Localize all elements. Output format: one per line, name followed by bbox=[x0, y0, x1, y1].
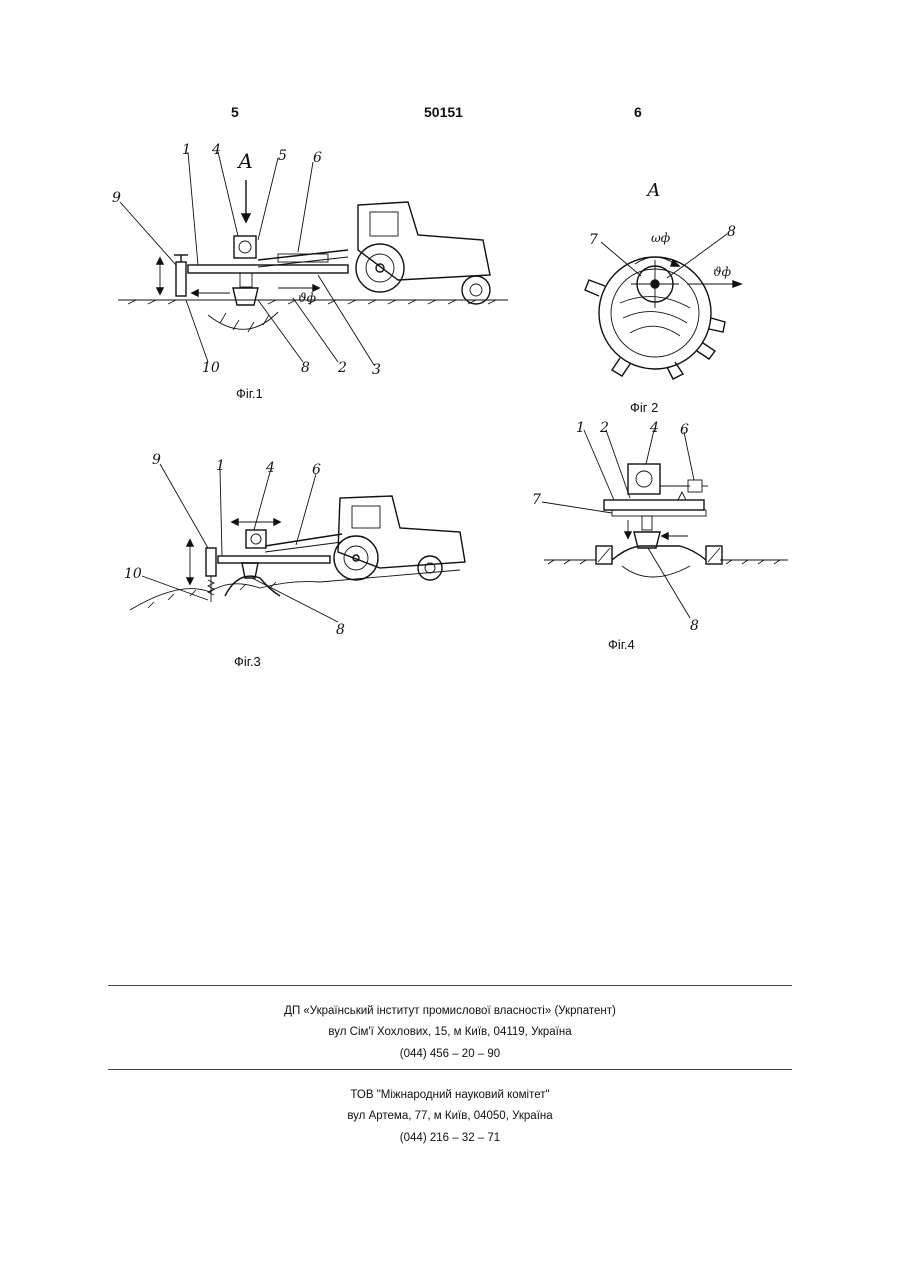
org2-phone: (044) 216 – 32 – 71 bbox=[0, 1132, 900, 1144]
fig1-label-2: 2 bbox=[337, 360, 347, 376]
org1-address: вул Сім'ї Хохлових, 15, м Київ, 04119, У… bbox=[0, 1026, 900, 1038]
fig1-label-3: 3 bbox=[372, 362, 381, 378]
fig3-label-1: 1 bbox=[216, 458, 225, 474]
fig1-velocity-label: ϑф bbox=[298, 291, 316, 305]
fig1-label-4: 4 bbox=[211, 142, 221, 158]
page-number-right: 6 bbox=[634, 104, 642, 120]
fig2-title: А bbox=[645, 180, 661, 201]
document-number: 50151 bbox=[424, 104, 463, 120]
fig4-label-2: 2 bbox=[599, 420, 609, 436]
fig1-label-8: 8 bbox=[301, 360, 310, 376]
fig2-omega-label: ωф bbox=[651, 231, 670, 245]
org1-name: ДП «Український інститут промислової вла… bbox=[0, 1005, 900, 1017]
fig4-label-1: 1 bbox=[576, 420, 585, 436]
fig1-view-label: А bbox=[236, 149, 253, 173]
fig3-label-4: 4 bbox=[265, 460, 275, 476]
fig3-label-6: 6 bbox=[312, 462, 321, 478]
figure-1-caption: Фіг.1 bbox=[236, 386, 263, 401]
fig1-label-6: 6 bbox=[313, 150, 322, 166]
figure-2-caption: Фіг 2 bbox=[630, 400, 658, 415]
fig2-velocity-label: ϑф bbox=[713, 265, 731, 279]
fig4-label-6: 6 bbox=[680, 422, 689, 438]
fig1-label-5: 5 bbox=[278, 148, 287, 164]
fig4-label-4: 4 bbox=[649, 420, 659, 436]
figure-2-drawing: А 7 8 ωф ϑф bbox=[575, 178, 755, 388]
fig1-label-9: 9 bbox=[112, 190, 121, 206]
fig3-label-8: 8 bbox=[336, 622, 345, 638]
fig1-label-10: 10 bbox=[202, 360, 220, 376]
fig2-label-8: 8 bbox=[727, 224, 736, 240]
figure-1-drawing: 1 4 5 6 9 10 8 2 3 А ϑф bbox=[108, 140, 528, 380]
footer-divider-middle bbox=[108, 1069, 792, 1070]
org1-phone: (044) 456 – 20 – 90 bbox=[0, 1048, 900, 1060]
fig4-label-7: 7 bbox=[532, 492, 541, 508]
figure-3-caption: Фіг.3 bbox=[234, 654, 261, 669]
fig2-label-7: 7 bbox=[589, 232, 598, 248]
fig3-label-9: 9 bbox=[152, 452, 161, 468]
page-number-left: 5 bbox=[231, 104, 239, 120]
figure-3-drawing: 9 1 4 6 10 8 bbox=[120, 450, 490, 640]
fig3-label-10: 10 bbox=[124, 566, 142, 582]
figure-4-caption: Фіг.4 bbox=[608, 637, 635, 652]
fig4-label-8: 8 bbox=[690, 618, 699, 634]
footer-divider-top bbox=[108, 985, 792, 986]
org2-address: вул Артема, 77, м Київ, 04050, Україна bbox=[0, 1110, 900, 1122]
fig1-label-1: 1 bbox=[182, 142, 191, 158]
org2-name: ТОВ "Міжнародний науковий комітет" bbox=[0, 1089, 900, 1101]
figure-4-drawing: 1 2 4 6 7 8 bbox=[530, 420, 800, 640]
